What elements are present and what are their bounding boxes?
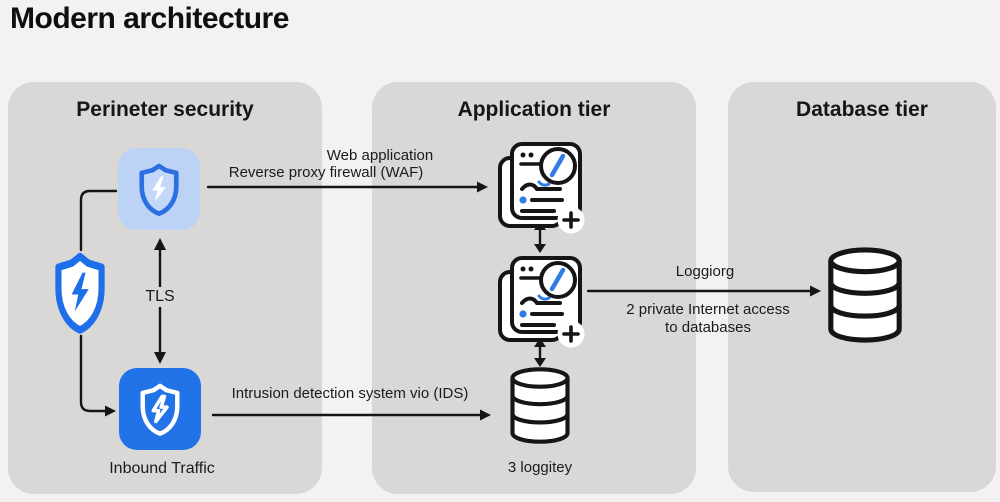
page-title: Modern architecture: [10, 2, 289, 35]
tls-label: TLS: [140, 287, 180, 307]
app-server-icon: [492, 250, 588, 348]
logs-count-label: 3 loggitey: [507, 459, 573, 476]
waf-shield-badge: [118, 148, 200, 230]
ids-arrow-label: Intrusion detection system vio (IDS): [231, 385, 469, 402]
inbound-traffic-label: Inbound Traffic: [109, 460, 215, 477]
column-database-tier: Database tier: [728, 82, 996, 492]
shield-bolt-icon: [139, 163, 179, 217]
waf-arrow-label-line1: Web application: [326, 147, 434, 164]
app-window-search-icon: [498, 142, 585, 234]
shield-bolt-icon: [140, 383, 180, 436]
database-cylinder-icon: [828, 247, 902, 343]
database-cylinder-icon: [510, 367, 570, 444]
ids-shield-badge: [119, 368, 201, 450]
application-tier-header: Application tier: [457, 98, 611, 121]
logging-arrow-label: Loggiorg: [675, 263, 735, 280]
db-access-label-line2: to databases: [665, 319, 751, 336]
perimeter-security-header: Perineter security: [76, 98, 254, 121]
logs-database-icon: [507, 366, 573, 445]
database-tier-header: Database tier: [796, 98, 928, 121]
waf-arrow-label-line2: Reverse proxy firewall (WAF): [228, 164, 424, 181]
app-server-icon: [492, 136, 588, 234]
perimeter-shield-icon: [45, 249, 115, 335]
shield-bolt-icon: [55, 252, 105, 334]
db-access-label-line1: 2 private Internet access: [626, 301, 790, 318]
app-window-search-icon: [498, 256, 585, 348]
main-database-icon: [823, 246, 907, 344]
